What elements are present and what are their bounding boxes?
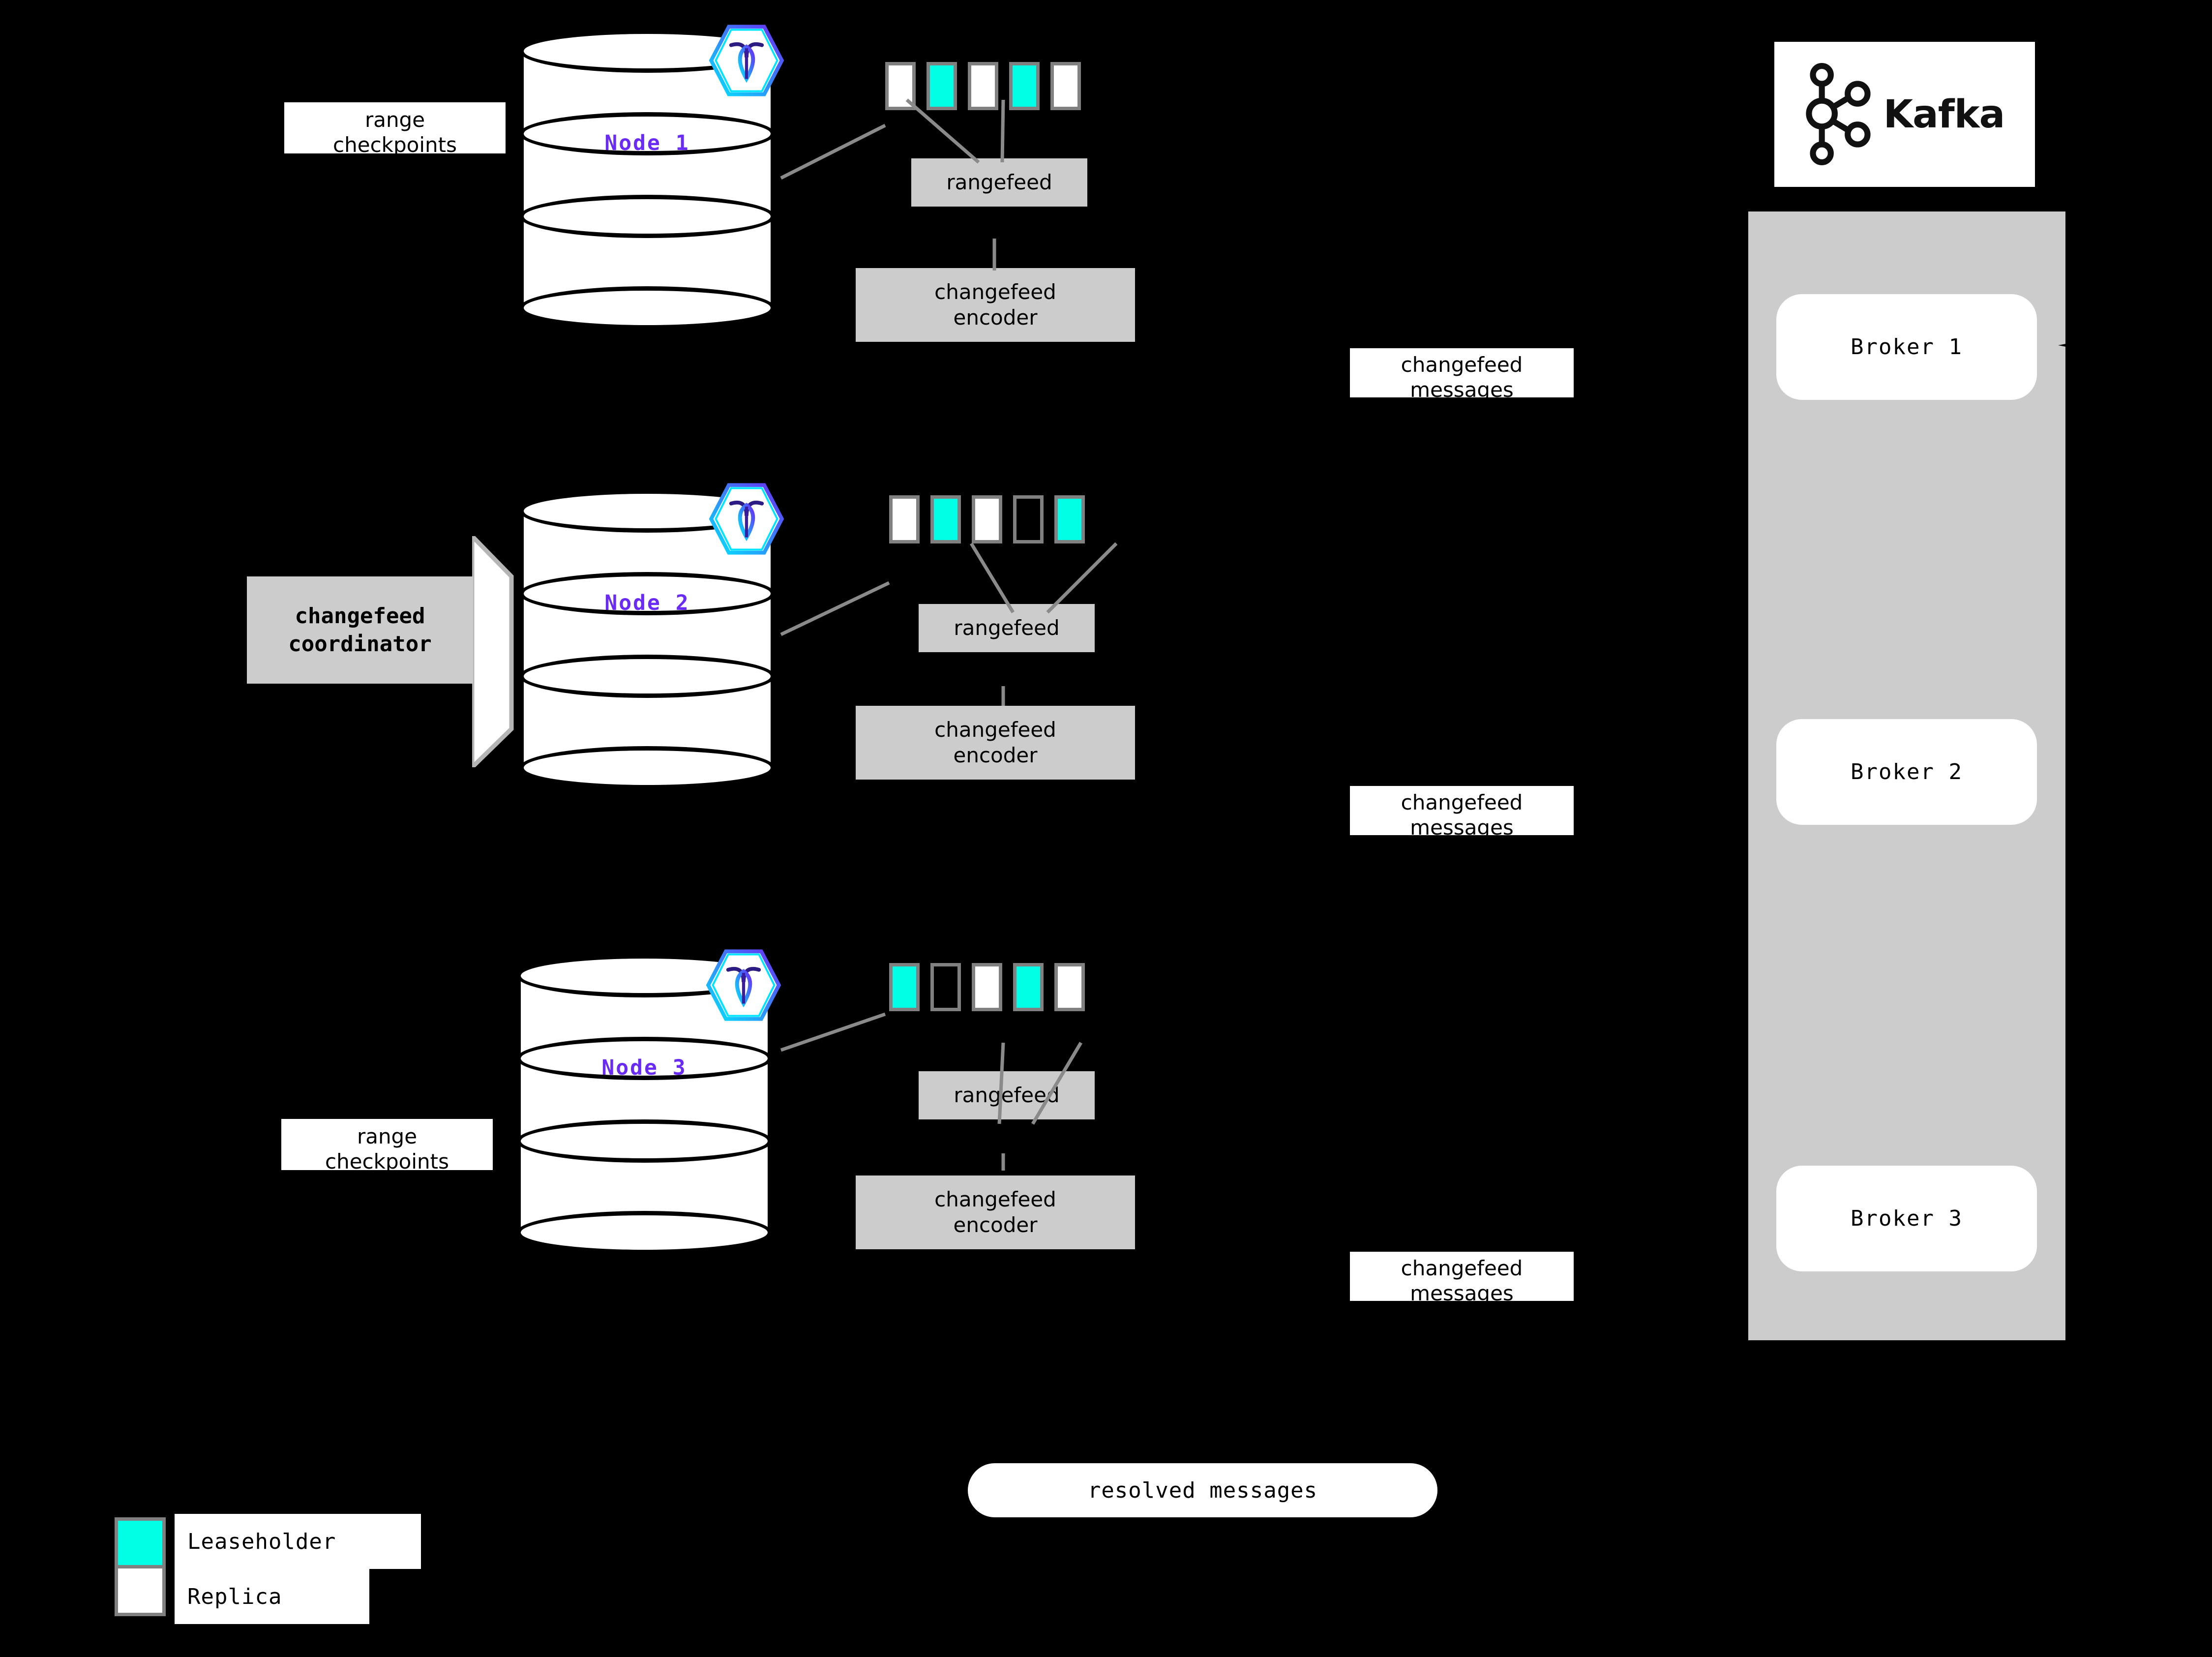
range-box[interactable] xyxy=(968,62,998,110)
range-box[interactable] xyxy=(1013,495,1044,543)
encoder-label-line-1: changefeed xyxy=(934,279,1056,304)
node-1-rangefeed-box[interactable]: rangefeed xyxy=(911,158,1087,207)
message-line-2: messages xyxy=(1410,1281,1514,1306)
range-box[interactable] xyxy=(1009,62,1040,110)
message-line-1: changefeed xyxy=(1401,353,1523,377)
node-1-range-checkpoints-callout: range checkpoints xyxy=(284,102,506,157)
changefeed-messages-label-2: changefeed messages xyxy=(1350,786,1574,840)
node-3-range-checkpoints-callout: range checkpoints xyxy=(281,1119,493,1174)
node-2-range-row xyxy=(889,495,1085,543)
broker-label: Broker 2 xyxy=(1851,759,1963,784)
encoder-label-line-2: encoder xyxy=(953,1213,1038,1237)
cylinder-ring-3 xyxy=(519,195,775,238)
cylinder-ring-2 xyxy=(519,572,775,615)
range-box[interactable] xyxy=(889,495,920,543)
cylinder-ring-3 xyxy=(519,655,775,698)
cockroachdb-hex-icon xyxy=(707,24,786,97)
legend-label-replica: Replica xyxy=(175,1569,369,1624)
range-box[interactable] xyxy=(930,963,961,1011)
changefeed-coordinator-box[interactable]: changefeed coordinator xyxy=(247,576,473,684)
node-3-label: Node 3 xyxy=(601,1055,687,1080)
callout-line-1: range xyxy=(357,1124,418,1148)
node-2-changefeed-encoder-box[interactable]: changefeed encoder xyxy=(856,706,1135,780)
node-1-changefeed-encoder-box[interactable]: changefeed encoder xyxy=(856,268,1135,342)
rangefeed-label: rangefeed xyxy=(954,1083,1060,1107)
message-line-1: changefeed xyxy=(1401,1256,1523,1280)
kafka-wordmark: Kafka xyxy=(1883,92,2005,137)
rangefeed-label: rangefeed xyxy=(954,615,1060,640)
cylinder-ring-bottom xyxy=(519,746,775,789)
coordinator-line-1: changefeed xyxy=(295,603,425,629)
range-box[interactable] xyxy=(972,495,1002,543)
node-2-label: Node 2 xyxy=(604,591,690,615)
coordinator-line-2: coordinator xyxy=(288,632,432,657)
cylinder-ring-3 xyxy=(516,1119,772,1163)
node-3-rangefeed-box[interactable]: rangefeed xyxy=(919,1071,1095,1119)
coordinator-pointer xyxy=(472,536,514,767)
broker-label: Broker 3 xyxy=(1851,1206,1963,1231)
legend-swatch-leaseholder xyxy=(115,1517,166,1568)
range-box[interactable] xyxy=(930,495,961,543)
cockroachdb-hex-icon xyxy=(707,482,786,556)
resolved-messages-label: resolved messages xyxy=(1087,1477,1318,1503)
range-box[interactable] xyxy=(1050,62,1081,110)
cylinder-ring-2 xyxy=(516,1037,772,1080)
node-3-cylinder: Node 3 xyxy=(516,954,772,1254)
callout-line-2: checkpoints xyxy=(333,133,457,157)
legend-swatch-replica xyxy=(115,1565,166,1616)
callout-line-2: checkpoints xyxy=(325,1149,449,1174)
node-3-changefeed-encoder-box[interactable]: changefeed encoder xyxy=(856,1175,1135,1249)
range-box[interactable] xyxy=(972,963,1002,1011)
kafka-logo-icon xyxy=(1805,62,1875,167)
node-1-range-row xyxy=(885,62,1081,110)
kafka-logo-box: Kafka xyxy=(1774,42,2035,187)
range-box[interactable] xyxy=(1013,963,1044,1011)
message-line-2: messages xyxy=(1410,815,1514,840)
rangefeed-label: rangefeed xyxy=(946,170,1052,194)
range-box[interactable] xyxy=(1054,495,1085,543)
callout-line-1: range xyxy=(364,108,425,132)
range-box[interactable] xyxy=(1054,963,1085,1011)
node-1-label: Node 1 xyxy=(604,131,690,155)
cylinder-ring-2 xyxy=(519,112,775,155)
broker-2-box[interactable]: Broker 2 xyxy=(1776,719,2037,825)
cockroachdb-hex-icon xyxy=(704,948,783,1022)
encoder-label-line-2: encoder xyxy=(953,743,1038,767)
range-box[interactable] xyxy=(927,62,957,110)
broker-1-box[interactable]: Broker 1 xyxy=(1776,294,2037,400)
broker-3-box[interactable]: Broker 3 xyxy=(1776,1166,2037,1271)
changefeed-messages-label-3: changefeed messages xyxy=(1350,1252,1574,1305)
message-line-1: changefeed xyxy=(1401,790,1523,814)
legend-text: Leaseholder xyxy=(187,1529,336,1554)
cylinder-ring-bottom xyxy=(519,286,775,330)
range-box[interactable] xyxy=(889,963,920,1011)
range-box[interactable] xyxy=(885,62,916,110)
legend-text: Replica xyxy=(187,1584,282,1609)
resolved-messages-pill: resolved messages xyxy=(968,1463,1437,1517)
encoder-label-line-2: encoder xyxy=(953,305,1038,330)
encoder-label-line-1: changefeed xyxy=(934,1187,1056,1211)
node-2-rangefeed-box[interactable]: rangefeed xyxy=(919,604,1095,652)
changefeed-messages-label-1: changefeed messages xyxy=(1350,348,1574,402)
message-line-2: messages xyxy=(1410,378,1514,402)
legend-label-leaseholder: Leaseholder xyxy=(175,1514,421,1569)
broker-label: Broker 1 xyxy=(1851,334,1963,360)
node-3-range-row xyxy=(889,963,1085,1011)
encoder-label-line-1: changefeed xyxy=(934,717,1056,742)
cylinder-ring-bottom xyxy=(516,1211,772,1254)
